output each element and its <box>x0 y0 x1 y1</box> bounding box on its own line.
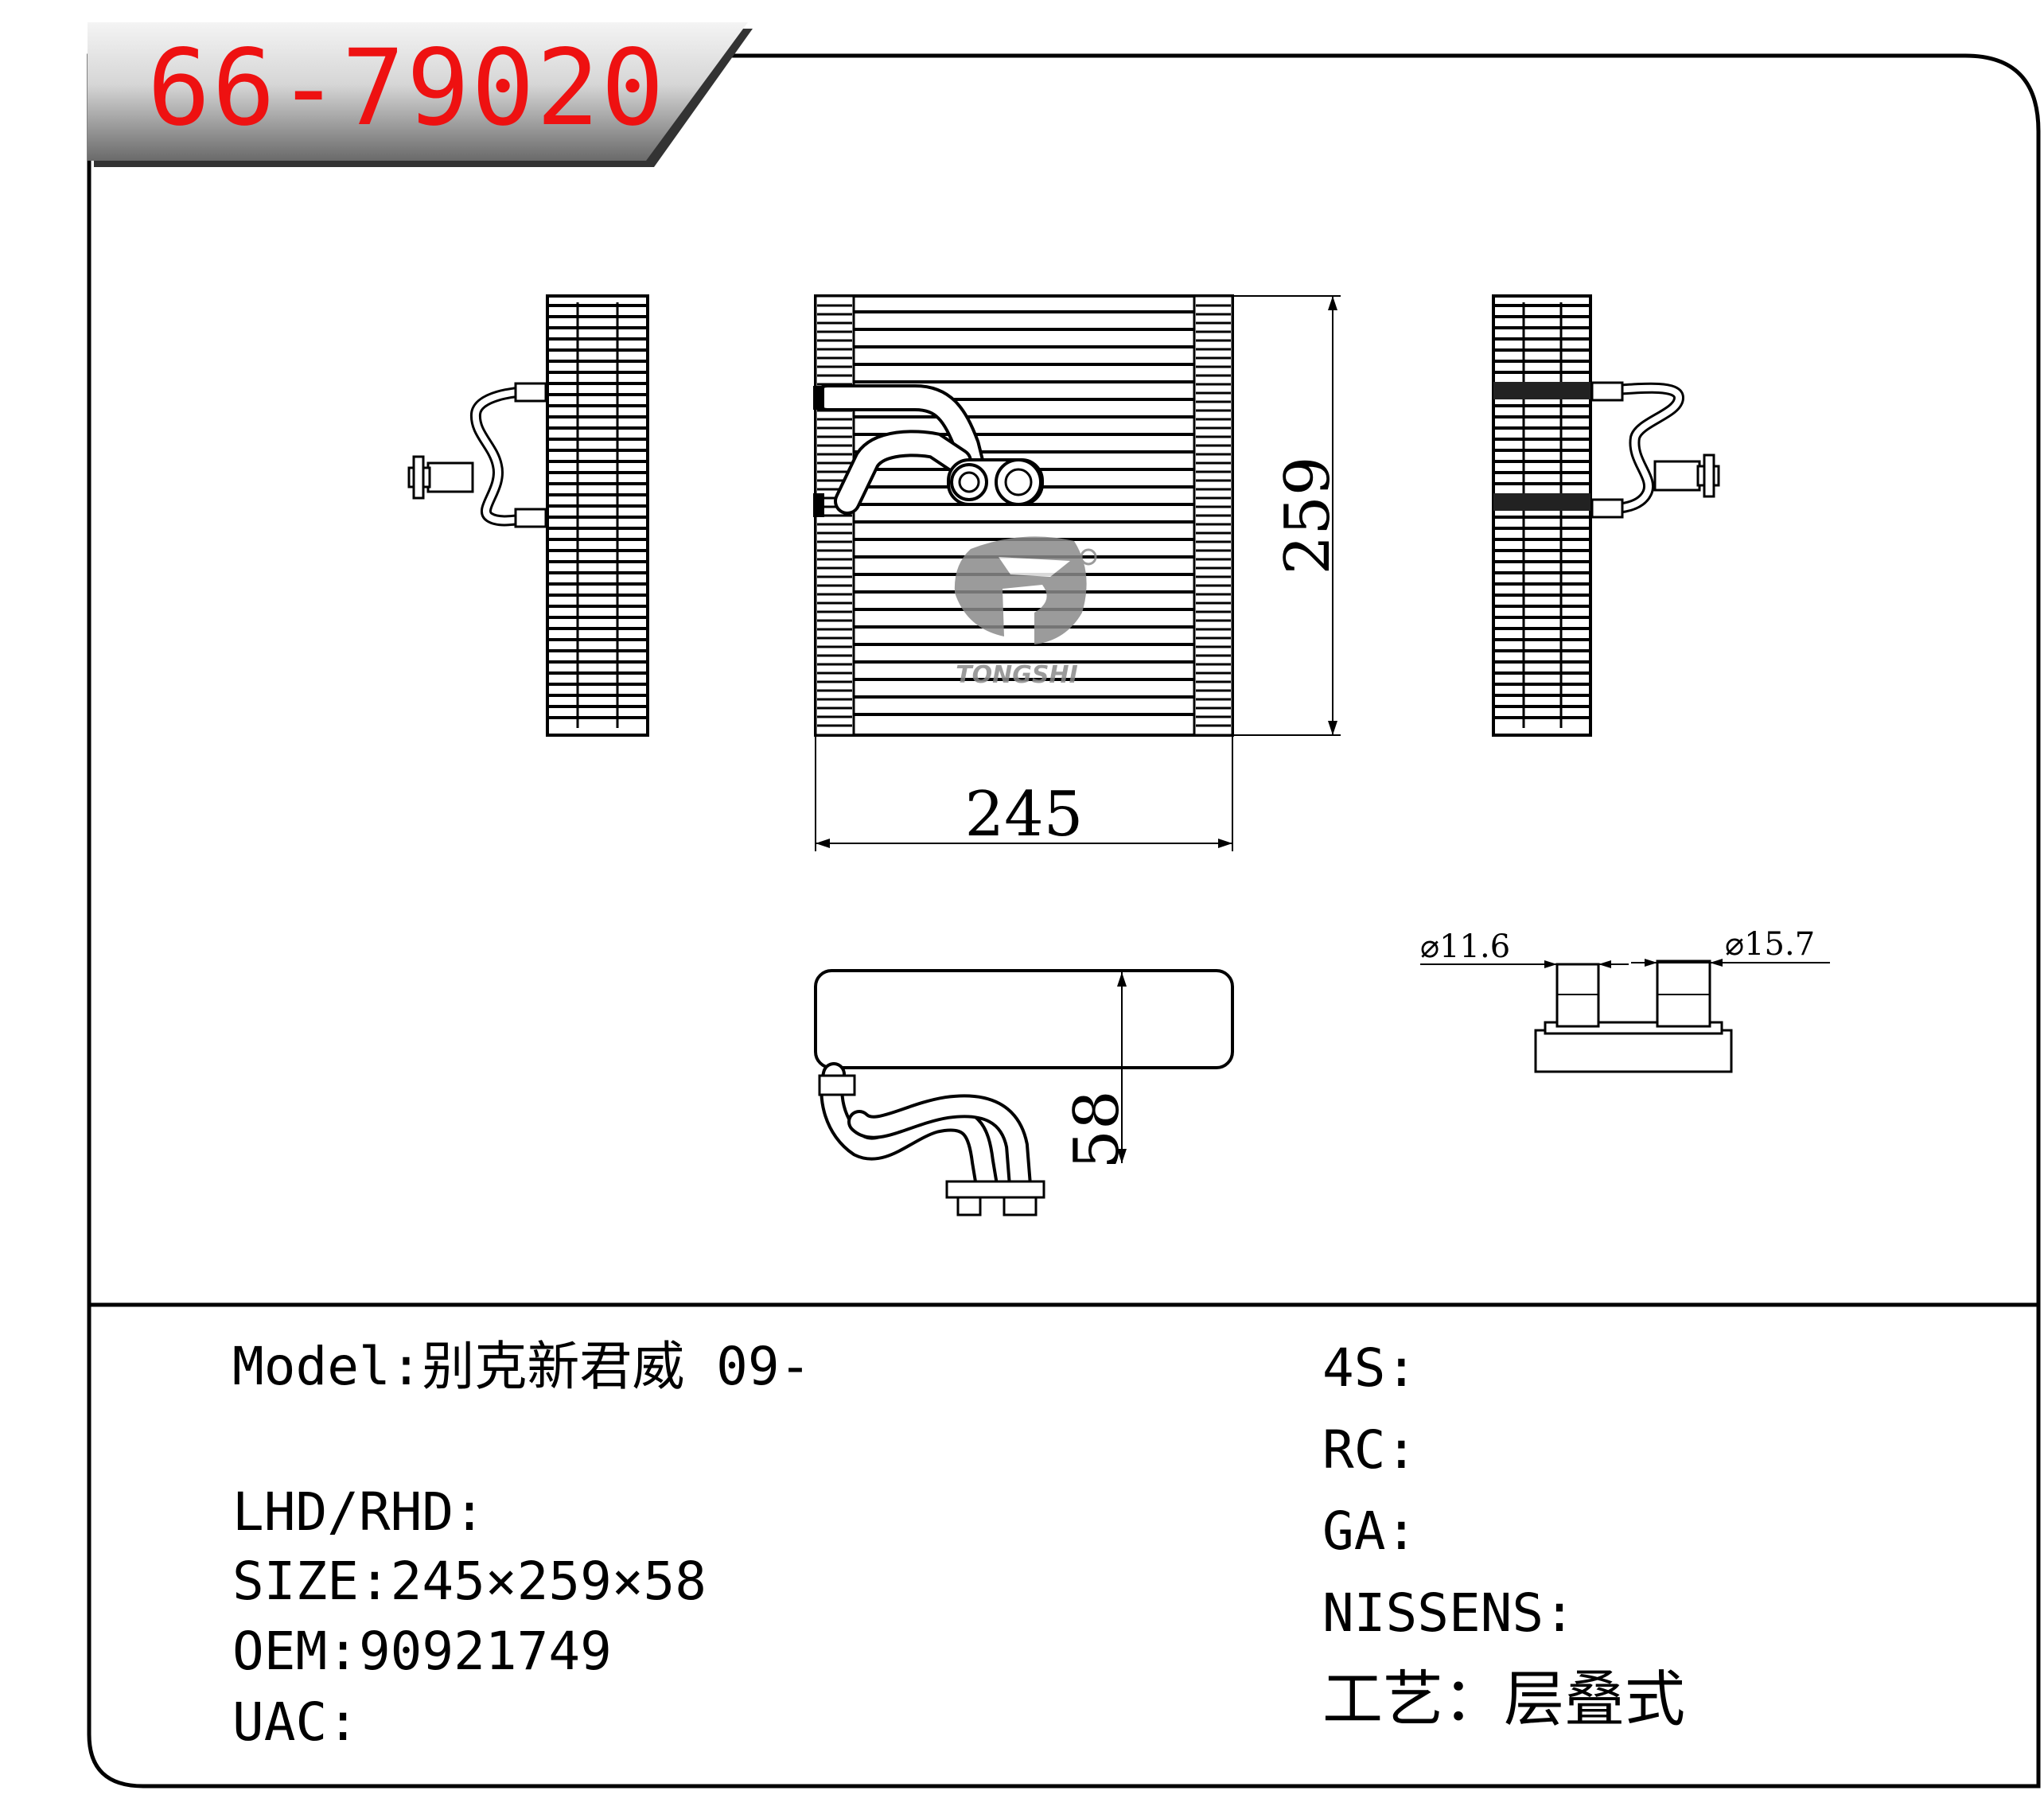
dimension-depth: 58 <box>1061 1090 1133 1169</box>
front-view: TONGSHI 245 259 <box>813 294 1344 851</box>
spec-size: SIZE:245×259×58 <box>232 1551 707 1612</box>
part-number: 66-79020 <box>147 27 666 150</box>
right-side-view <box>1492 294 1720 737</box>
dimension-height: 259 <box>1272 457 1344 575</box>
spec-4s: 4S: <box>1322 1337 1418 1399</box>
spec-oem: OEM:90921749 <box>232 1621 612 1682</box>
dimension-width: 245 <box>965 779 1084 851</box>
diameter-right: ⌀15.7 <box>1725 926 1815 963</box>
depth-view: 58 <box>814 969 1234 1216</box>
part-number-tab <box>88 22 748 161</box>
spec-nissens: NISSENS: <box>1322 1582 1575 1644</box>
spec-drive: LHD/RHD: <box>232 1481 485 1543</box>
outer-frame <box>87 53 2041 1789</box>
spec-rc: RC: <box>1322 1419 1418 1481</box>
spec-process: 工艺：层叠式 <box>1322 1664 1685 1734</box>
spec-model: Model:别克新君威 09- <box>232 1336 812 1397</box>
spec-uac: UAC: <box>232 1691 359 1753</box>
fitting-detail: ⌀11.6 ⌀15.7 <box>1420 926 1830 1073</box>
brand-logo: TONGSHI <box>954 536 1097 689</box>
left-side-view <box>407 294 649 737</box>
logo-text: TONGSHI <box>956 661 1078 689</box>
diameter-left: ⌀11.6 <box>1420 928 1510 965</box>
spec-ga: GA: <box>1322 1501 1418 1562</box>
